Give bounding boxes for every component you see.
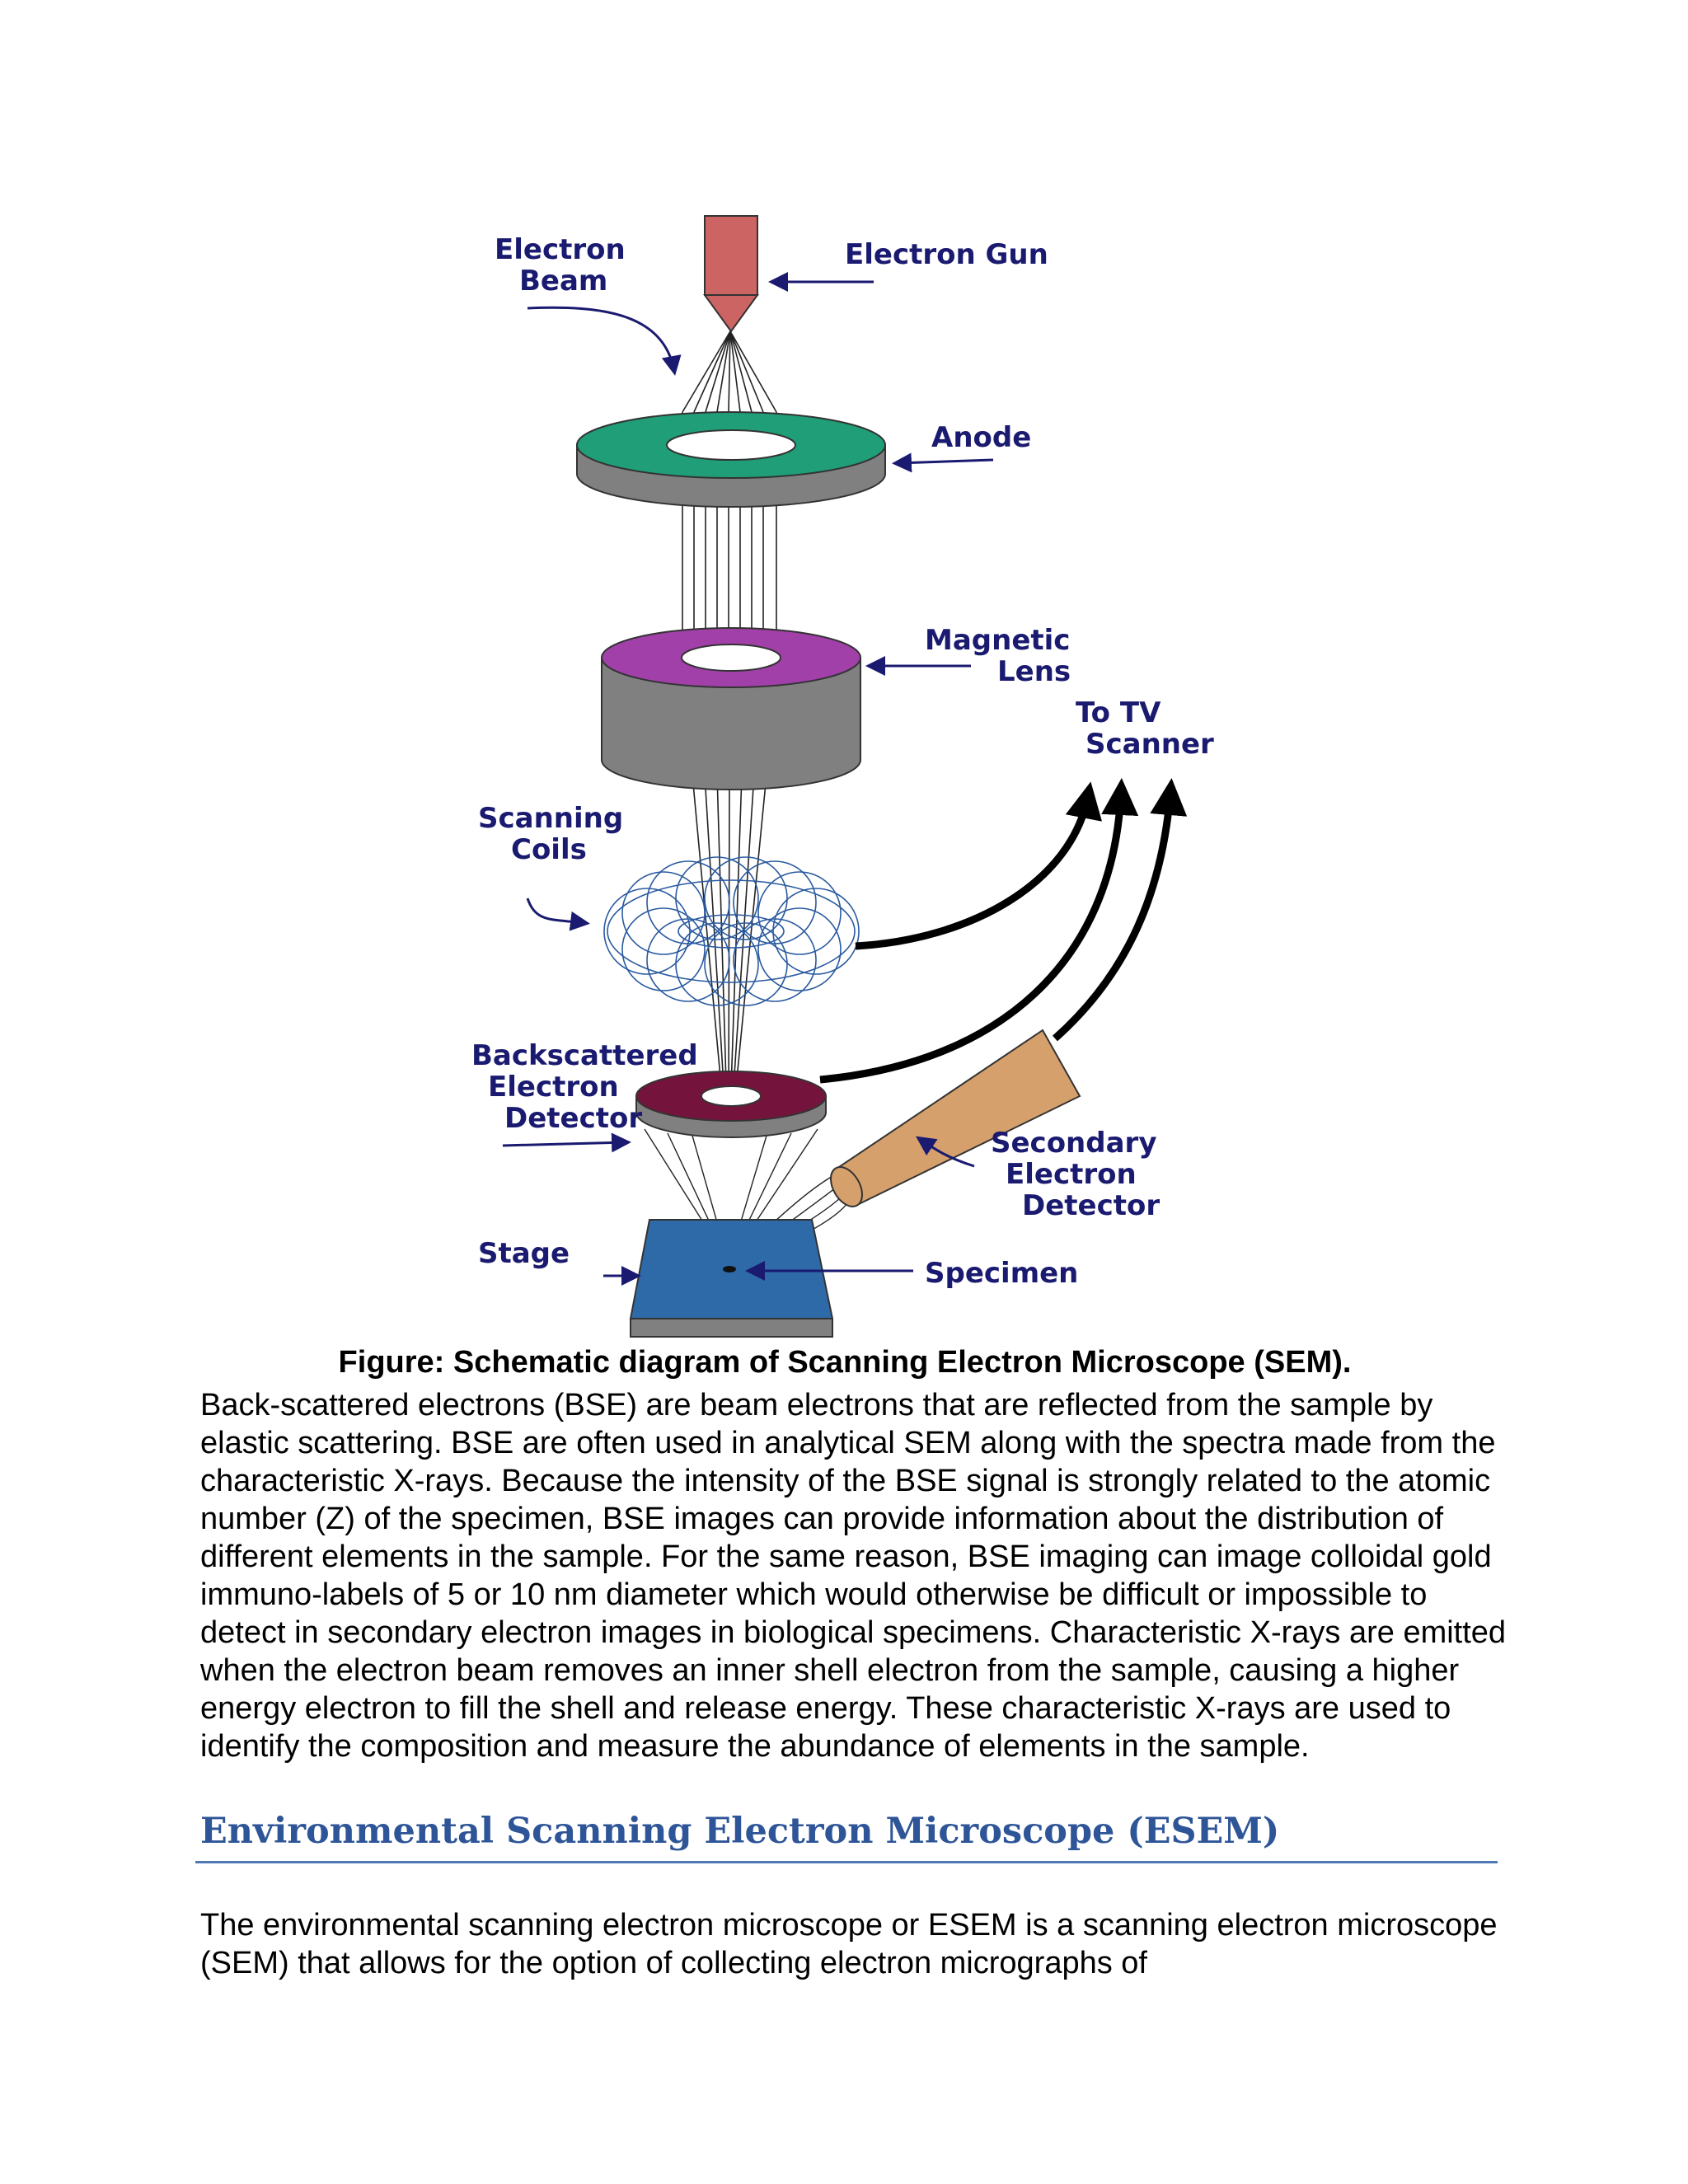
sem-schematic-diagram: Electron Beam Electron Gun Anode Magneti… bbox=[471, 215, 1214, 1338]
label-magnetic-lens-line1: Magnetic bbox=[925, 624, 1070, 657]
label-pointers bbox=[502, 272, 994, 1286]
label-stage: Stage bbox=[478, 1237, 570, 1270]
secondary-electron-detector bbox=[830, 1029, 1081, 1207]
label-bse-detector-line3: Detector bbox=[504, 1102, 642, 1135]
bse-paragraph: Back-scattered electrons (BSE) are beam … bbox=[200, 1388, 1507, 1764]
scanning-coils bbox=[603, 856, 860, 1006]
label-bse-detector-line1: Backscattered bbox=[471, 1039, 698, 1072]
label-magnetic-lens-line2: Lens bbox=[997, 655, 1071, 688]
label-to-tv-line1: To TV bbox=[1076, 696, 1161, 729]
electron-gun bbox=[703, 215, 759, 333]
label-electron-beam-line2: Beam bbox=[519, 265, 607, 298]
label-sed-line1: Secondary bbox=[991, 1127, 1156, 1160]
label-sed-line2: Electron bbox=[1006, 1158, 1137, 1191]
label-scanning-coils-line1: Scanning bbox=[478, 802, 623, 835]
backscattered-detector bbox=[635, 1071, 827, 1138]
anode-ring bbox=[576, 411, 886, 508]
esem-paragraph: The environmental scanning electron micr… bbox=[200, 1908, 1498, 1980]
magnetic-lens bbox=[601, 627, 861, 790]
label-specimen: Specimen bbox=[925, 1257, 1078, 1290]
label-to-tv-line2: Scanner bbox=[1085, 728, 1214, 761]
heading-underline bbox=[195, 1861, 1498, 1863]
signal-arrows bbox=[819, 778, 1188, 1084]
stage bbox=[629, 1219, 834, 1338]
label-bse-detector-line2: Electron bbox=[488, 1071, 619, 1104]
section-heading-esem: Environmental Scanning Electron Microsco… bbox=[200, 1811, 1280, 1852]
label-electron-gun: Electron Gun bbox=[845, 238, 1048, 271]
label-scanning-coils-line2: Coils bbox=[511, 833, 587, 866]
figure-caption: Figure: Schematic diagram of Scanning El… bbox=[338, 1345, 1352, 1380]
label-electron-beam-line1: Electron bbox=[495, 233, 626, 266]
label-anode: Anode bbox=[931, 421, 1031, 454]
label-sed-line3: Detector bbox=[1022, 1189, 1160, 1222]
